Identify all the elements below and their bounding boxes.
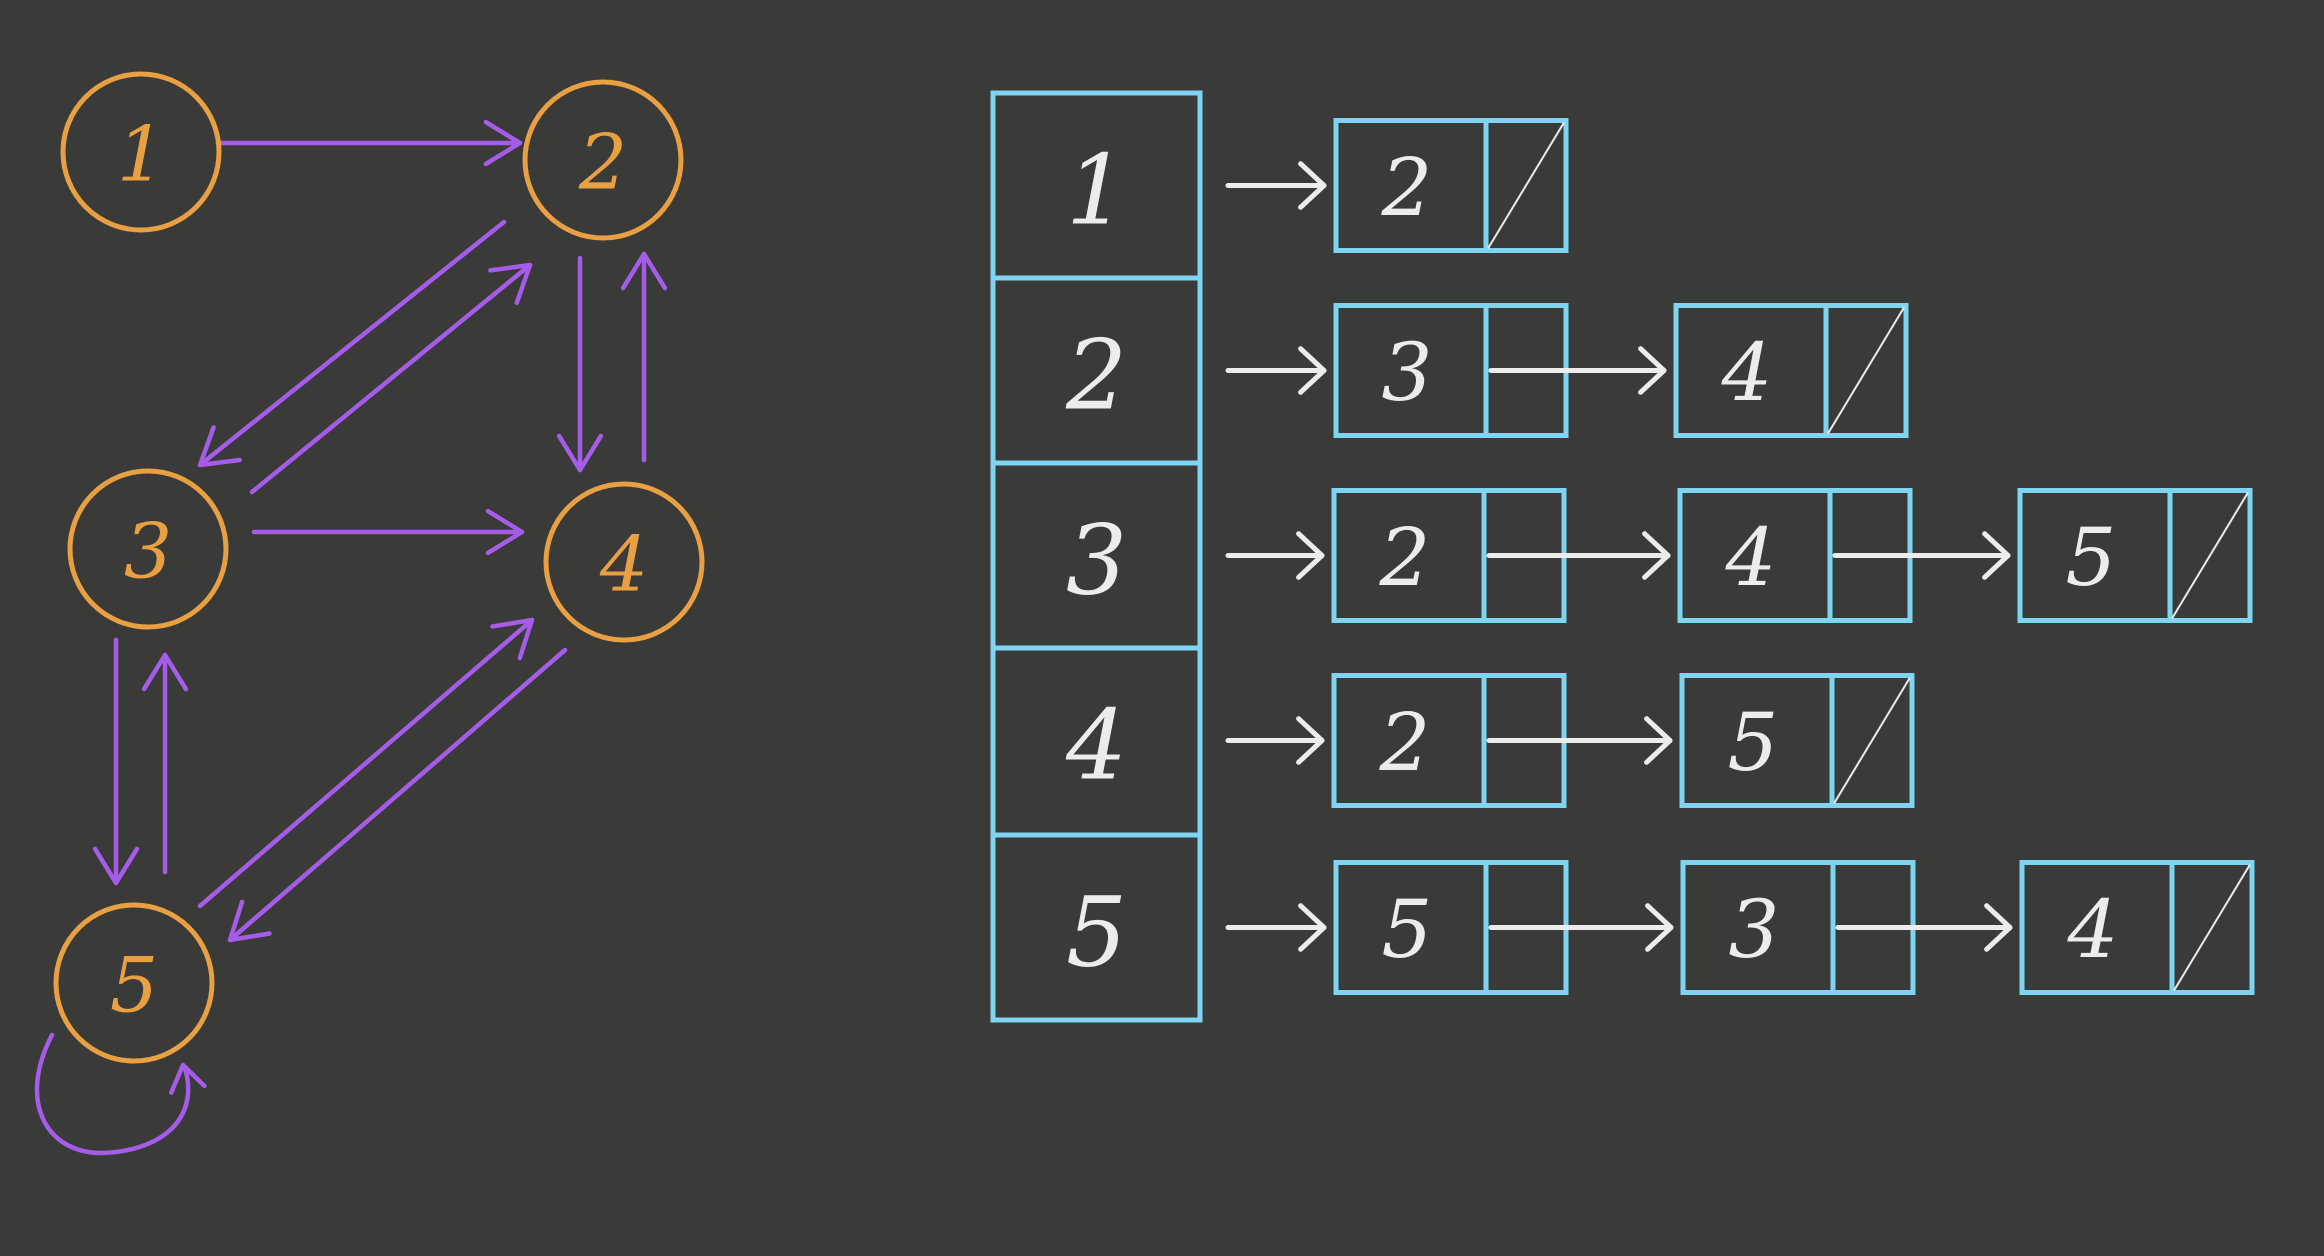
edge-2-to-3-arrowhead [197, 425, 242, 468]
vertex-cell-3-label: 3 [1066, 505, 1127, 617]
graph-node-3-label: 3 [124, 507, 172, 596]
list-node-box [1679, 673, 1915, 808]
null-pointer-slash [2173, 863, 2251, 992]
pointer-arrowhead [1638, 346, 1667, 395]
edge-4-to-2 [620, 251, 668, 463]
edge-3-to-5 [92, 637, 140, 886]
list-node-value: 4 [2067, 883, 2119, 976]
vertex-cell-5-label: 5 [1066, 877, 1127, 989]
edge-3-to-2-arrowhead [488, 262, 533, 306]
graph-node-2-label: 2 [578, 118, 627, 207]
list-node-box [1673, 303, 1909, 438]
graph-nodes: 1 2 3 4 5 [53, 71, 705, 1064]
list-node-4-2: 5 [1486, 673, 1915, 808]
graph-node-1-circle [60, 71, 222, 233]
list-node-1-1: 2 [1225, 118, 1569, 253]
list-node-box [1333, 118, 1569, 253]
edge-3-to-4 [251, 508, 525, 556]
vertex-cell-4-label: 4 [1065, 690, 1127, 802]
edge-5-to-4 [197, 617, 535, 909]
list-node-value: 5 [2066, 511, 2117, 604]
edge-3-to-2-line [249, 262, 533, 495]
graph-node-3-circle [67, 468, 229, 630]
edge-2-to-3 [197, 219, 507, 468]
pointer-arrowhead [1984, 903, 2013, 952]
list-node-value: 4 [1721, 326, 1773, 419]
list-node-value: 5 [1728, 696, 1779, 789]
null-pointer-slash [1827, 306, 1905, 435]
list-node-3-3: 5 [1832, 488, 2253, 623]
pointer-arrowhead [1296, 716, 1325, 765]
edge-3-to-4-arrowhead [485, 508, 525, 556]
pointer-arrowhead [1645, 903, 1674, 952]
graph-node-1-label: 1 [117, 110, 165, 199]
list-node-box [2019, 860, 2255, 995]
graph-node-5-label: 5 [110, 941, 158, 1030]
pointer-arrowhead [1296, 531, 1325, 580]
edge-4-to-5-arrowhead [227, 899, 272, 943]
pointer-arrowhead [1642, 531, 1671, 580]
graph-node-4-label: 4 [599, 520, 648, 609]
graph-node-1: 1 [60, 71, 222, 233]
edge-3-to-2 [249, 262, 533, 495]
list-node-value: 2 [1379, 696, 1431, 789]
adjacency-row-4: 4 2 5 [993, 645, 1915, 808]
edge-4-to-5 [227, 647, 568, 943]
pointer-arrowhead [1298, 346, 1327, 395]
list-node-value: 5 [1382, 883, 1433, 976]
edge-5-to-4-arrowhead [490, 617, 535, 661]
adjacency-row-5: 5 5 3 4 [993, 832, 2255, 995]
edge-5-to-5 [34, 1032, 207, 1156]
null-pointer-slash [1487, 121, 1565, 250]
list-node-value: 4 [1725, 511, 1777, 604]
graph-node-3: 3 [67, 468, 229, 630]
list-node-value: 2 [1381, 141, 1433, 234]
null-pointer-slash [2171, 491, 2249, 620]
adjacency-row-2: 2 3 4 [993, 275, 1909, 438]
null-pointer-slash [1833, 676, 1911, 805]
edge-5-to-4-line [197, 617, 535, 909]
graph-node-4: 4 [543, 481, 705, 643]
list-node-5-3: 4 [1835, 860, 2255, 995]
edge-5-self-loop-arrowhead [168, 1062, 207, 1095]
pointer-arrowhead [1644, 716, 1673, 765]
edge-3-to-5-arrowhead [92, 846, 140, 886]
graph-node-2-circle [522, 79, 684, 241]
pointer-arrowhead [1298, 161, 1327, 210]
list-node-5-2: 3 [1488, 860, 1916, 995]
graph-edges [34, 119, 668, 1156]
graph-node-2: 2 [522, 79, 684, 241]
edge-4-to-5-line [227, 647, 568, 943]
list-node-value: 2 [1379, 511, 1431, 604]
edge-2-to-4-arrowhead [556, 433, 604, 473]
edge-5-self-loop-line [34, 1032, 191, 1156]
list-node-value: 3 [1382, 326, 1433, 419]
edge-4-to-2-arrowhead [620, 251, 668, 291]
pointer-arrowhead [1982, 531, 2011, 580]
edge-1-to-2-arrowhead [483, 119, 523, 167]
edge-2-to-3-line [197, 219, 507, 468]
edge-5-to-3 [141, 652, 189, 875]
adjacency-row-3: 3 2 4 5 [993, 460, 2253, 623]
pointer-arrowhead [1298, 903, 1327, 952]
edge-5-to-3-arrowhead [141, 652, 189, 692]
list-node-3-2: 4 [1486, 488, 1913, 623]
graph-node-5-circle [53, 902, 215, 1064]
edge-2-to-4 [556, 255, 604, 473]
list-node-box [2017, 488, 2253, 623]
vertex-array-border [990, 90, 1203, 1023]
vertex-array [990, 90, 1203, 1023]
list-node-value: 3 [1729, 883, 1780, 976]
edge-1-to-2 [215, 119, 523, 167]
vertex-cell-1-label: 1 [1066, 135, 1127, 247]
graph-node-4-circle [543, 481, 705, 643]
directed-graph: 1 2 3 4 5 [34, 71, 705, 1156]
graph-node-5: 5 [53, 902, 215, 1064]
list-node-2-2: 4 [1488, 303, 1909, 438]
list-node-4-1: 2 [1225, 673, 1567, 808]
vertex-cell-2-label: 2 [1065, 320, 1127, 432]
